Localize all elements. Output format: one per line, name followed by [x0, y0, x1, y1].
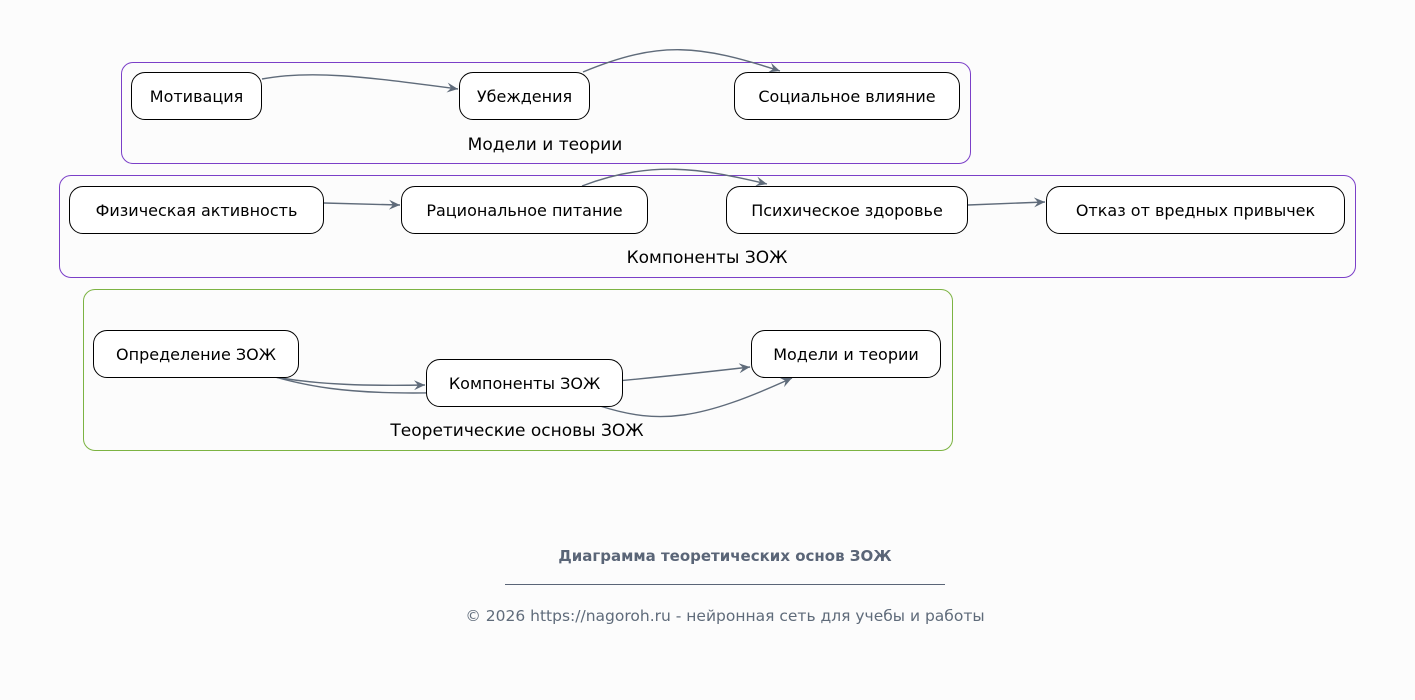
cluster-label: Компоненты ЗОЖ	[626, 248, 788, 268]
cluster-models	[121, 62, 971, 164]
edge	[274, 376, 426, 391]
cluster-foundations	[83, 289, 953, 451]
copyright: © 2026 https://nagoroh.ru - нейронная се…	[465, 607, 985, 625]
node-quit-bad-habits[interactable]: Отказ от вредных привычек	[1046, 186, 1345, 234]
edge	[599, 377, 793, 418]
node-nutrition[interactable]: Рациональное питание	[401, 186, 648, 234]
node-components[interactable]: Компоненты ЗОЖ	[426, 359, 623, 407]
cluster-components	[59, 175, 1356, 278]
node-physical-activity[interactable]: Физическая активность	[69, 186, 324, 234]
node-definition[interactable]: Определение ЗОЖ	[93, 330, 299, 378]
node-beliefs[interactable]: Убеждения	[459, 72, 590, 120]
edge	[967, 197, 1046, 208]
node-motivation[interactable]: Мотивация	[131, 72, 262, 120]
node-mental-health[interactable]: Психическое здоровье	[726, 186, 968, 234]
edge	[582, 49, 781, 73]
cluster-label: Теоретические основы ЗОЖ	[390, 421, 644, 441]
edge	[581, 168, 768, 187]
node-social-influence[interactable]: Социальное влияние	[734, 72, 960, 120]
diagram-title: Диаграмма теоретических основ ЗОЖ	[558, 547, 892, 565]
edge	[274, 363, 751, 394]
edge	[261, 74, 459, 93]
edge	[323, 199, 401, 210]
cluster-label: Модели и теории	[467, 135, 623, 155]
divider	[505, 584, 945, 585]
node-models[interactable]: Модели и теории	[751, 330, 941, 378]
